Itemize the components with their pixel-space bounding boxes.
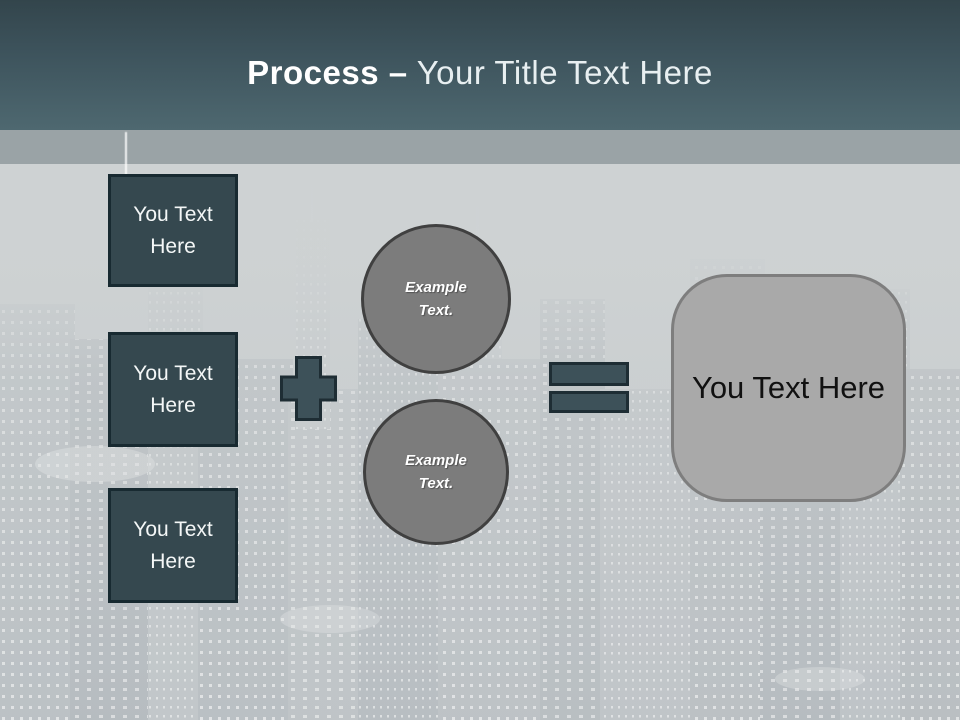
- plus-sign-icon: [280, 356, 337, 421]
- example-circle-1[interactable]: Example Text.: [361, 224, 511, 374]
- process-box-2[interactable]: You Text Here: [108, 332, 238, 447]
- header-band: Process – Your Title Text Here: [0, 0, 960, 130]
- title-text-bold: Process: [247, 54, 380, 91]
- result-box-label: You Text Here: [691, 370, 886, 405]
- example-circle-2[interactable]: Example Text.: [363, 399, 509, 545]
- process-box-1-label: You Text Here: [133, 203, 213, 258]
- process-box-1[interactable]: You Text Here: [108, 174, 238, 287]
- example-circle-2-label: Example Text.: [405, 451, 467, 492]
- process-box-3-label: You Text Here: [133, 518, 213, 573]
- title-text-regular: Your Title Text Here: [416, 54, 713, 91]
- process-box-3[interactable]: You Text Here: [108, 488, 238, 603]
- process-box-2-label: You Text Here: [133, 362, 213, 417]
- equals-sign-icon: [549, 391, 629, 413]
- equals-sign-icon: [549, 362, 629, 386]
- header-divider-strip: [0, 130, 960, 164]
- title-dash: –: [388, 54, 408, 91]
- result-box[interactable]: You Text Here: [671, 274, 906, 502]
- example-circle-1-label: Example Text.: [405, 278, 467, 319]
- slide-title[interactable]: Process – Your Title Text Here: [247, 38, 713, 92]
